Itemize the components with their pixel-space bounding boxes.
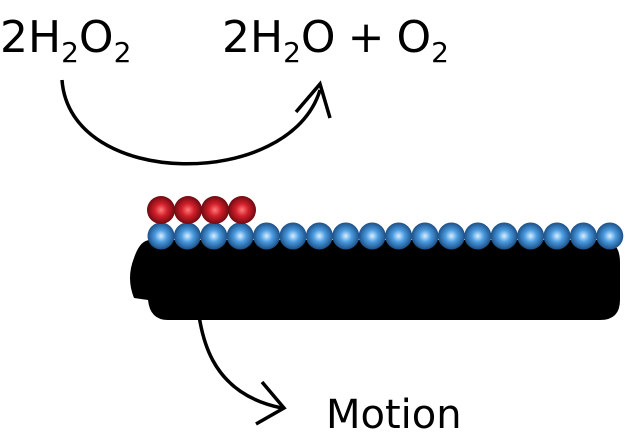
red-particle bbox=[174, 196, 202, 224]
red-particle-row bbox=[147, 196, 256, 224]
blue-particle-row bbox=[147, 222, 624, 250]
red-particle bbox=[201, 196, 229, 224]
product-formula: 2H2O+O2 bbox=[222, 12, 449, 69]
blue-particle bbox=[569, 222, 597, 250]
motion-arrow-icon bbox=[194, 271, 287, 426]
blue-particle bbox=[358, 222, 386, 250]
blue-particle bbox=[411, 222, 439, 250]
blue-particle bbox=[253, 222, 281, 250]
motor-body bbox=[130, 240, 620, 320]
blue-particle bbox=[437, 222, 465, 250]
blue-particle bbox=[385, 222, 413, 250]
blue-particle bbox=[173, 222, 201, 250]
blue-particle bbox=[464, 222, 492, 250]
blue-particle bbox=[517, 222, 545, 250]
blue-particle bbox=[200, 222, 228, 250]
blue-particle bbox=[305, 222, 333, 250]
blue-particle bbox=[147, 222, 175, 250]
blue-particle bbox=[490, 222, 518, 250]
reaction-equation: 2H2O2 2H2O+O2 bbox=[0, 12, 449, 69]
blue-particle bbox=[596, 222, 624, 250]
red-particle bbox=[228, 196, 256, 224]
blue-particle bbox=[226, 222, 254, 250]
red-particle bbox=[147, 196, 175, 224]
blue-particle bbox=[332, 222, 360, 250]
motion-label: Motion bbox=[326, 392, 462, 438]
blue-particle bbox=[543, 222, 571, 250]
reactant-formula: 2H2O2 bbox=[0, 12, 131, 69]
blue-particle bbox=[279, 222, 307, 250]
reaction-arrow-icon bbox=[60, 79, 332, 166]
